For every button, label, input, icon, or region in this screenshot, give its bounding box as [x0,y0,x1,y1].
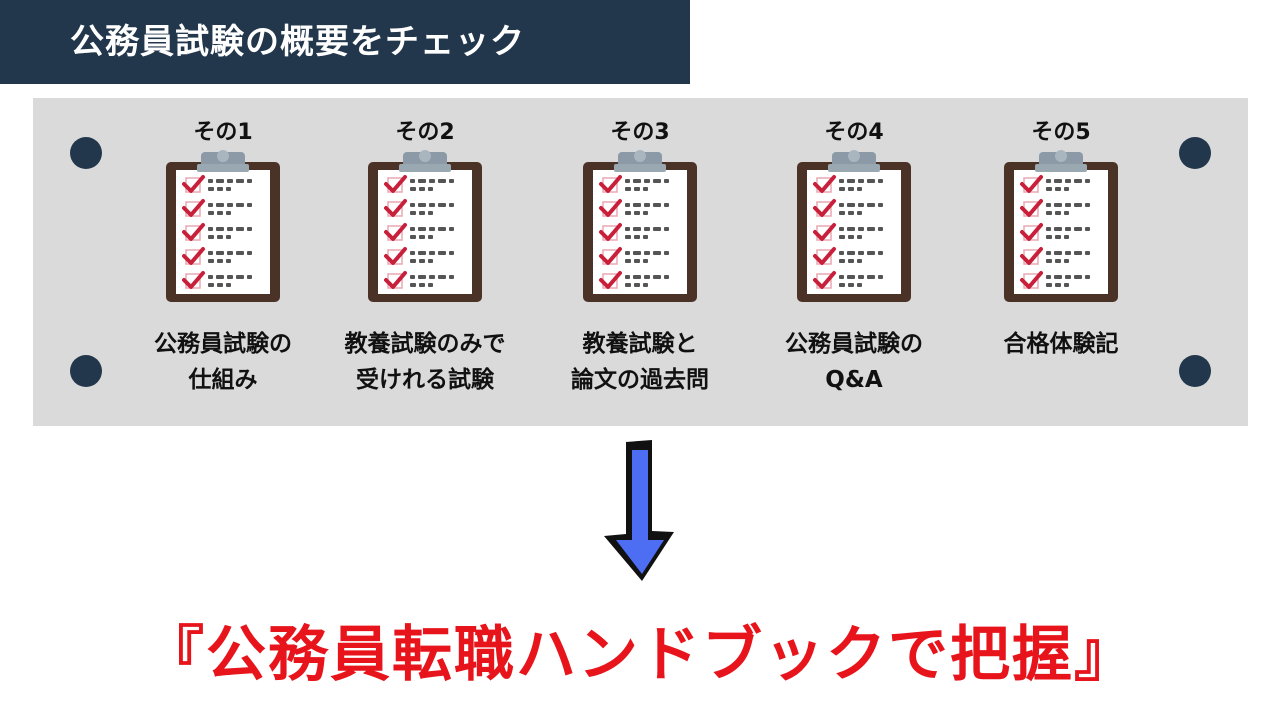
item-label: 公務員試験の Q&A [754,326,954,398]
down-arrow-icon [604,440,674,581]
page-title: 公務員試験の概要をチェック [0,0,690,84]
item-number: その1 [193,120,253,145]
overview-item-2[interactable]: その2 [325,118,525,398]
item-label-line1: 教養試験のみで [344,331,506,357]
clipboard-checklist-icon [123,148,323,318]
clipboard-checklist-icon [540,148,740,318]
item-label-line2: 仕組み [188,367,258,393]
handbook-callout: 『公務員転職ハンドブックで把握』 [144,620,1136,690]
panel-dot-top-left [70,137,102,169]
clipboard-checklist-icon [961,148,1161,318]
item-label-line1: 公務員試験の [785,331,923,357]
item-label-line2: Q&A [825,367,883,393]
item-label: 教養試験のみで 受けれる試験 [325,326,525,398]
clipboard-checklist-icon [325,148,525,318]
overview-item-5[interactable]: その5 [961,118,1161,362]
clipboard-checklist-icon [754,148,954,318]
item-label-line1: 合格体験記 [1003,331,1119,357]
overview-item-3[interactable]: その3 [540,118,740,398]
item-number: その5 [1031,120,1091,145]
item-number: その3 [610,120,670,145]
overview-item-4[interactable]: その4 [754,118,954,398]
item-label-line1: 公務員試験の [154,331,292,357]
overview-panel: その1 [33,98,1248,426]
item-label-line2: 論文の過去問 [571,367,709,393]
panel-dot-top-right [1179,137,1211,169]
item-label-line1: 教養試験と [582,331,698,357]
item-number: その4 [824,120,884,145]
overview-item-1[interactable]: その1 [123,118,323,398]
item-number: その2 [395,120,455,145]
item-label: 公務員試験の 仕組み [123,326,323,398]
item-label: 合格体験記 [961,326,1161,362]
panel-dot-bottom-left [70,355,102,387]
item-label: 教養試験と 論文の過去問 [540,326,740,398]
panel-dot-bottom-right [1179,355,1211,387]
item-label-line2: 受けれる試験 [356,367,494,393]
